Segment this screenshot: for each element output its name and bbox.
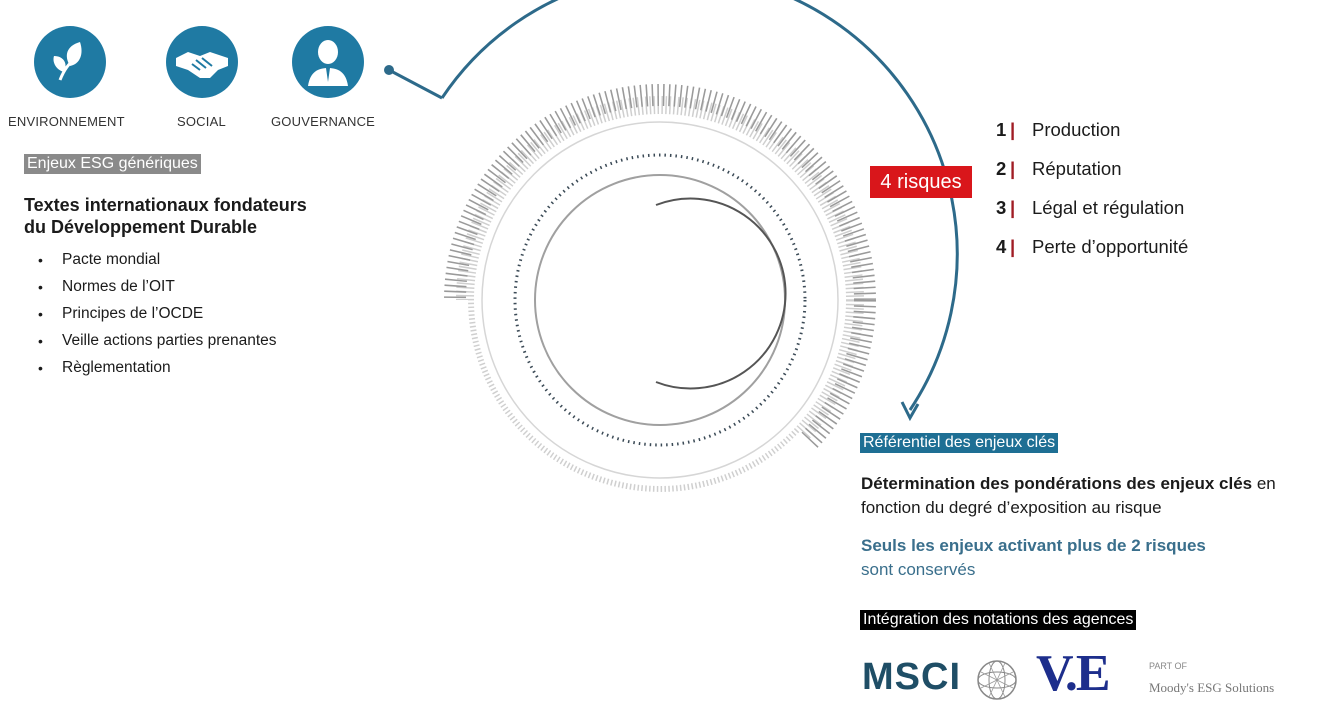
environment-icon: [34, 26, 106, 98]
founding-texts-title: Textes internationaux fondateurs du Déve…: [24, 194, 307, 238]
agencies-tag: Intégration des notations des agences: [860, 610, 1137, 630]
list-item: •Normes de l’OIT: [38, 277, 175, 295]
risk-item: 1|Production: [996, 118, 1121, 140]
tick-ring-dark: [444, 84, 876, 516]
ve-logo: V.E: [1036, 645, 1111, 702]
handshake-icon: [166, 26, 238, 98]
globe-logo-icon: [977, 660, 1017, 700]
moodys-logo: Moody's ESG Solutions: [1149, 680, 1275, 695]
founding-texts-list: •Pacte mondial •Normes de l’OIT •Princip…: [38, 246, 277, 381]
list-item: •Principes de l’OCDE: [38, 304, 204, 322]
pillar-label-social: SOCIAL: [177, 114, 226, 129]
kept-issues-text: Seuls les enjeux activant plus de 2 risq…: [861, 536, 1206, 579]
connecting-arc: [440, 0, 959, 411]
msci-logo: MSCI: [862, 656, 961, 698]
dotted-ring: [513, 153, 807, 447]
inner-ring: [534, 174, 786, 426]
key-issues-tag: Référentiel des enjeux clés: [860, 433, 1059, 453]
moodys-part-of: PART OF: [1149, 661, 1188, 671]
pillar-label-governance: GOUVERNANCE: [271, 114, 376, 129]
inner-arc: [655, 197, 787, 390]
generic-esg-tag: Enjeux ESG génériques: [24, 154, 201, 174]
risk-item: 4|Perte d’opportunité: [996, 235, 1189, 257]
weighting-text: Détermination des pondérations des enjeu…: [861, 474, 1276, 517]
list-item: •Veille actions parties prenantes: [38, 331, 277, 349]
founding-texts-title-line2: du Développement Durable: [24, 217, 258, 237]
risk-item: 3|Légal et régulation: [996, 196, 1185, 218]
list-item: •Pacte mondial: [38, 250, 161, 268]
pillar-label-environment: ENVIRONNEMENT: [8, 114, 125, 129]
risks-list: 1|Production 2|Réputation 3|Légal et rég…: [996, 110, 1188, 266]
founding-texts-title-line1: Textes internationaux fondateurs: [24, 195, 307, 215]
arc-arrowhead: [900, 401, 920, 422]
risk-item: 2|Réputation: [996, 157, 1122, 179]
person-icon: [292, 26, 364, 98]
list-item: •Règlementation: [38, 358, 171, 376]
risks-badge: 4 risques: [870, 166, 972, 198]
thin-ring: [481, 121, 839, 479]
